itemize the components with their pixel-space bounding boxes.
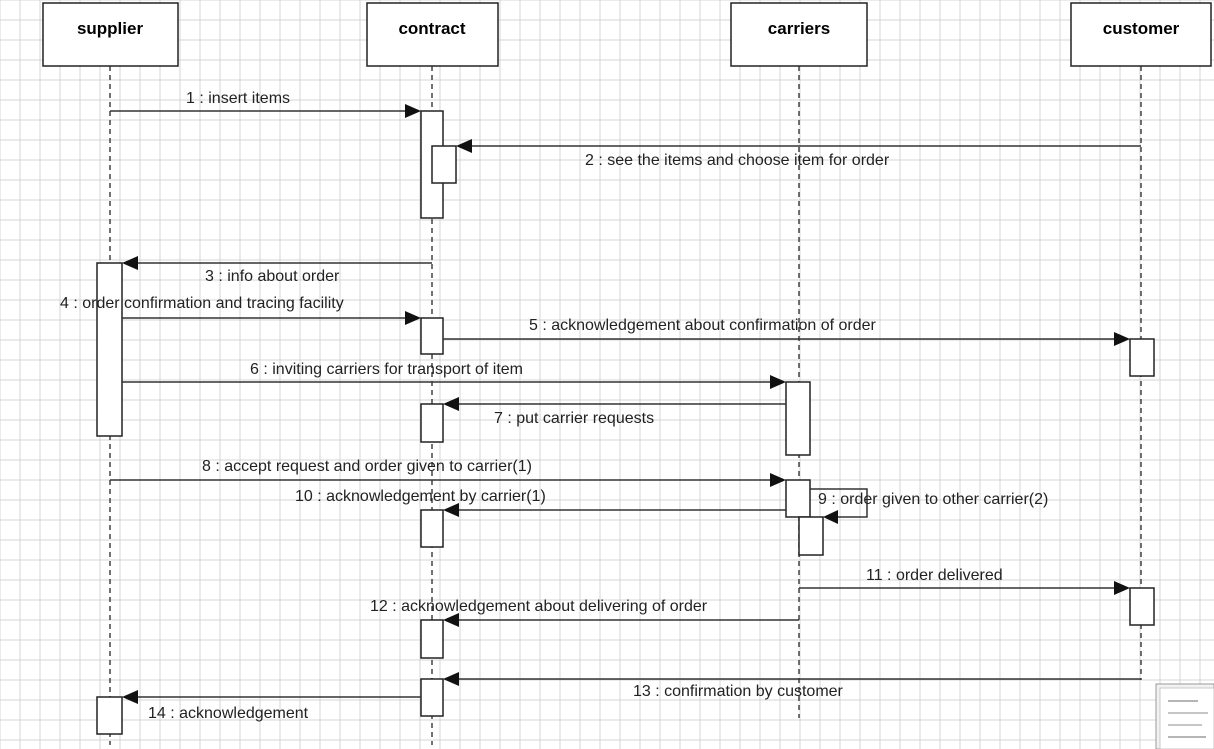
arrowhead-left-icon bbox=[122, 690, 138, 704]
arrowhead-right-icon bbox=[1114, 332, 1130, 346]
message-12[interactable]: 12 : acknowledgement about delivering of… bbox=[370, 598, 799, 627]
activation-bar-contract bbox=[420, 619, 444, 659]
message-1[interactable]: 1 : insert items bbox=[110, 90, 421, 118]
participant-customer[interactable]: customer bbox=[1070, 2, 1212, 67]
message-13[interactable]: 13 : confirmation by customer bbox=[443, 672, 1141, 700]
participant-supplier[interactable]: supplier bbox=[42, 2, 179, 67]
arrowhead-left-icon bbox=[443, 503, 459, 517]
arrowhead-right-icon bbox=[405, 311, 421, 325]
message-3[interactable]: 3 : info about order bbox=[122, 256, 432, 285]
message-label: 5 : acknowledgement about confirmation o… bbox=[529, 317, 877, 334]
activation-bar-carriers bbox=[785, 381, 811, 456]
participant-label: supplier bbox=[77, 19, 144, 38]
activation-bar-contract bbox=[420, 317, 444, 355]
arrowhead-left-icon bbox=[823, 510, 838, 524]
participant-headers: supplier contract carriers customer bbox=[42, 2, 1212, 67]
message-7[interactable]: 7 : put carrier requests bbox=[443, 397, 786, 427]
message-label: 8 : accept request and order given to ca… bbox=[202, 458, 532, 475]
message-11[interactable]: 11 : order delivered bbox=[799, 567, 1130, 595]
participant-label: customer bbox=[1103, 19, 1180, 38]
message-5[interactable]: 5 : acknowledgement about confirmation o… bbox=[443, 317, 1130, 346]
participant-contract[interactable]: contract bbox=[366, 2, 499, 67]
arrowhead-right-icon bbox=[405, 104, 421, 118]
message-label: 4 : order confirmation and tracing facil… bbox=[60, 295, 344, 312]
thumbnail-preview[interactable] bbox=[1155, 683, 1214, 749]
arrowhead-left-icon bbox=[443, 397, 459, 411]
arrowhead-left-icon bbox=[122, 256, 138, 270]
arrowhead-left-icon bbox=[456, 139, 472, 153]
message-2[interactable]: 2 : see the items and choose item for or… bbox=[456, 139, 1141, 169]
arrowhead-left-icon bbox=[443, 613, 459, 627]
activation-bar-contract bbox=[431, 145, 457, 184]
activation-bar-contract bbox=[420, 678, 444, 717]
message-label: 3 : info about order bbox=[205, 268, 340, 285]
message-label: 7 : put carrier requests bbox=[494, 410, 654, 427]
message-label: 12 : acknowledgement about delivering of… bbox=[370, 598, 708, 615]
message-label: 6 : inviting carriers for transport of i… bbox=[250, 361, 523, 378]
participant-label: carriers bbox=[768, 19, 830, 38]
messages: 1 : insert items 2 : see the items and c… bbox=[60, 90, 1141, 722]
participant-label: contract bbox=[398, 19, 465, 38]
message-8[interactable]: 8 : accept request and order given to ca… bbox=[110, 458, 786, 487]
message-label: 2 : see the items and choose item for or… bbox=[585, 152, 890, 169]
message-label: 11 : order delivered bbox=[866, 567, 1003, 584]
message-label: 13 : confirmation by customer bbox=[633, 683, 844, 700]
activation-bar-supplier bbox=[96, 696, 123, 735]
participant-carriers[interactable]: carriers bbox=[730, 2, 868, 67]
activation-bar-contract bbox=[420, 509, 444, 548]
message-6[interactable]: 6 : inviting carriers for transport of i… bbox=[122, 361, 786, 389]
arrowhead-right-icon bbox=[1114, 581, 1130, 595]
message-4[interactable]: 4 : order confirmation and tracing facil… bbox=[60, 295, 421, 325]
activation-bar-contract bbox=[420, 403, 444, 443]
message-10[interactable]: 10 : acknowledgement by carrier(1) bbox=[295, 488, 786, 517]
message-9[interactable]: 9 : order given to other carrier(2) bbox=[810, 488, 1048, 524]
arrowhead-right-icon bbox=[770, 473, 786, 487]
message-label: 1 : insert items bbox=[186, 90, 290, 107]
message-14[interactable]: 14 : acknowledgement bbox=[122, 690, 421, 722]
activation-bar-customer bbox=[1129, 587, 1155, 626]
message-label: 9 : order given to other carrier(2) bbox=[818, 491, 1048, 508]
message-label: 14 : acknowledgement bbox=[148, 705, 309, 722]
activation-bars bbox=[96, 110, 1155, 735]
arrowhead-left-icon bbox=[443, 672, 459, 686]
message-label: 10 : acknowledgement by carrier(1) bbox=[295, 488, 546, 505]
activation-bar-carriers bbox=[785, 479, 811, 518]
arrowhead-right-icon bbox=[770, 375, 786, 389]
activation-bar-customer bbox=[1129, 338, 1155, 377]
activation-bar-carriers bbox=[798, 516, 824, 556]
activation-bar-supplier bbox=[96, 262, 123, 437]
